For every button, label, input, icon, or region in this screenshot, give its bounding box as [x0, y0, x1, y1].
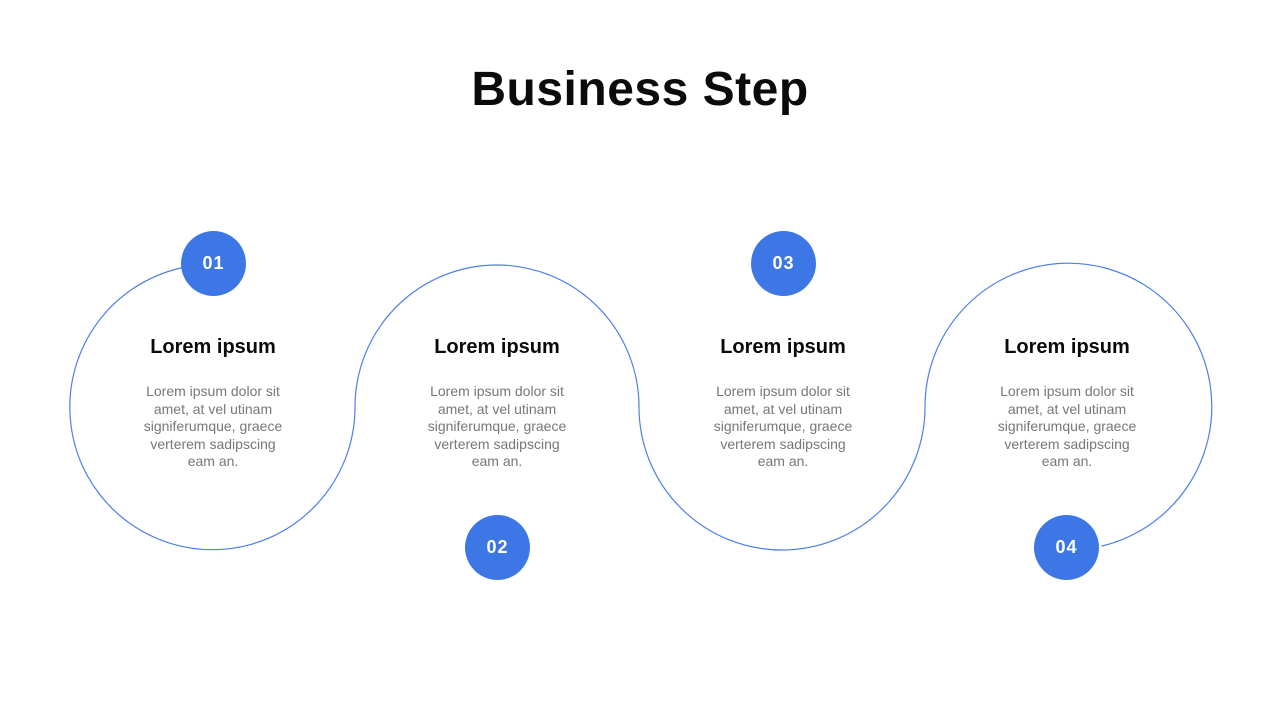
step-1-number: 01 — [202, 253, 225, 273]
step-4-number: 04 — [1055, 537, 1078, 557]
step-1-text-block: Lorem ipsum Lorem ipsum dolor sit amet, … — [113, 336, 313, 471]
step-4-text-block: Lorem ipsum Lorem ipsum dolor sit amet, … — [967, 336, 1167, 471]
serpentine-path — [69, 262, 1213, 551]
step-3-number-badge: 03 — [751, 231, 816, 296]
page-title: Business Step — [471, 63, 809, 116]
step-3-heading: Lorem ipsum — [720, 336, 846, 358]
step-4-number-badge: 04 — [1034, 515, 1099, 580]
step-1-number-badge: 01 — [181, 231, 246, 296]
step-2-body: Lorem ipsum dolor sit amet, at vel utina… — [427, 383, 567, 469]
step-2-heading: Lorem ipsum — [434, 336, 560, 358]
step-1-body: Lorem ipsum dolor sit amet, at vel utina… — [143, 383, 283, 469]
step-3-body: Lorem ipsum dolor sit amet, at vel utina… — [713, 383, 853, 469]
step-2-number-badge: 02 — [465, 515, 530, 580]
step-3-text-block: Lorem ipsum Lorem ipsum dolor sit amet, … — [683, 336, 883, 471]
step-3-number: 03 — [772, 253, 795, 273]
step-4-body: Lorem ipsum dolor sit amet, at vel utina… — [997, 383, 1137, 469]
step-2-text-block: Lorem ipsum Lorem ipsum dolor sit amet, … — [397, 336, 597, 471]
step-4-heading: Lorem ipsum — [1004, 336, 1130, 358]
step-2-number: 02 — [486, 537, 509, 557]
step-1-heading: Lorem ipsum — [150, 336, 276, 358]
